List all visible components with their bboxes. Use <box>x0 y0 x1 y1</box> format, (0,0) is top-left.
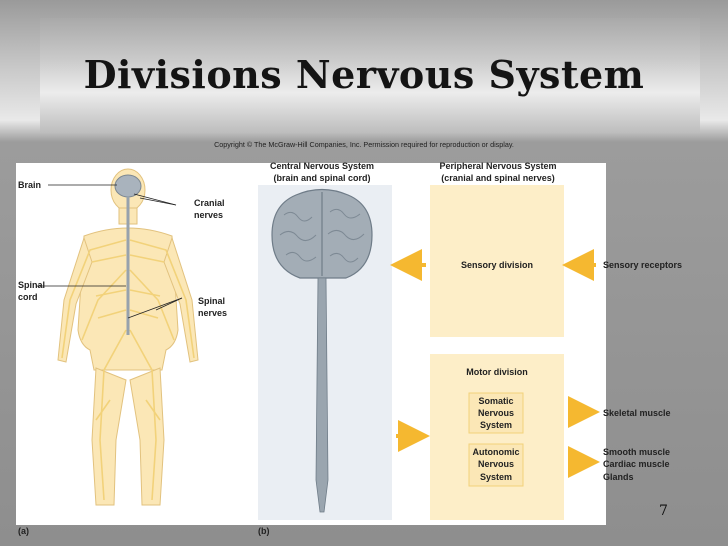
autonomic-line-1: Autonomic <box>472 447 520 457</box>
autonomic-box <box>468 443 524 487</box>
sensory-division-label: Sensory division <box>460 260 534 270</box>
arrows <box>390 249 600 478</box>
brain-small <box>114 174 142 198</box>
brain-large-illustration <box>271 188 373 279</box>
motor-division-label: Motor division <box>466 367 528 377</box>
skeletal-muscle-label: Skeletal muscle <box>603 408 671 418</box>
label-cranial-nerves-2: nerves <box>194 210 224 220</box>
cns-title-1: Central Nervous System <box>269 161 375 171</box>
peripheral-nerves <box>61 239 195 501</box>
label-cranial-nerves-1: Cranial <box>194 198 225 208</box>
page-number: 7 <box>659 503 668 519</box>
somatic-line-3: System <box>479 420 513 430</box>
pns-title-1: Peripheral Nervous System <box>439 161 557 171</box>
cns-title-2: (brain and spinal cord) <box>273 173 371 183</box>
pns-title-2: (cranial and spinal nerves) <box>441 173 555 183</box>
autonomic-line-2: Nervous <box>477 459 514 469</box>
sensory-receptors-label: Sensory receptors <box>603 260 683 270</box>
panel-label-a: (a) <box>18 526 29 536</box>
label-spinal-cord-2: cord <box>18 292 38 302</box>
pns-sensory-box <box>430 185 564 337</box>
autonomic-line-3: System <box>479 472 513 482</box>
title-band <box>40 18 700 133</box>
leader-lines <box>36 184 183 319</box>
copyright-notice: Copyright © The McGraw-Hill Companies, I… <box>214 140 514 149</box>
label-spinal-nerves-1: Spinal <box>198 296 226 306</box>
label-brain: Brain <box>18 180 42 190</box>
somatic-line-2: Nervous <box>477 408 514 418</box>
smooth-muscle-label: Smooth muscle <box>603 447 671 457</box>
label-spinal-cord-1: Spinal <box>18 280 46 290</box>
spinal-cord-large <box>315 277 329 513</box>
glands-label: Glands <box>603 472 634 482</box>
pns-motor-box <box>430 354 564 520</box>
somatic-box <box>468 392 524 434</box>
slide-title: Divisions Nervous System <box>83 52 645 97</box>
cardiac-muscle-label: Cardiac muscle <box>603 459 670 469</box>
somatic-line-1: Somatic <box>478 396 514 406</box>
panel-label-b: (b) <box>258 526 270 536</box>
label-spinal-nerves-2: nerves <box>198 308 228 318</box>
